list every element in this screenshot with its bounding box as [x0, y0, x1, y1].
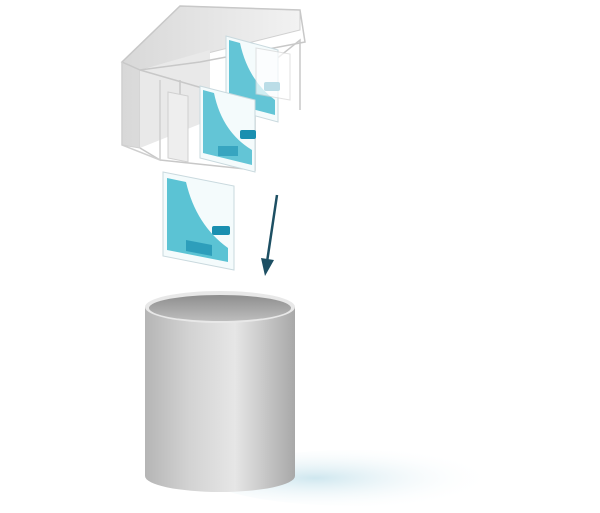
down-arrow-icon — [261, 194, 279, 276]
file-cabinet-icon — [120, 5, 306, 173]
document-icon — [162, 171, 235, 271]
trash-bin-icon — [145, 291, 295, 492]
document-icon — [199, 85, 256, 173]
